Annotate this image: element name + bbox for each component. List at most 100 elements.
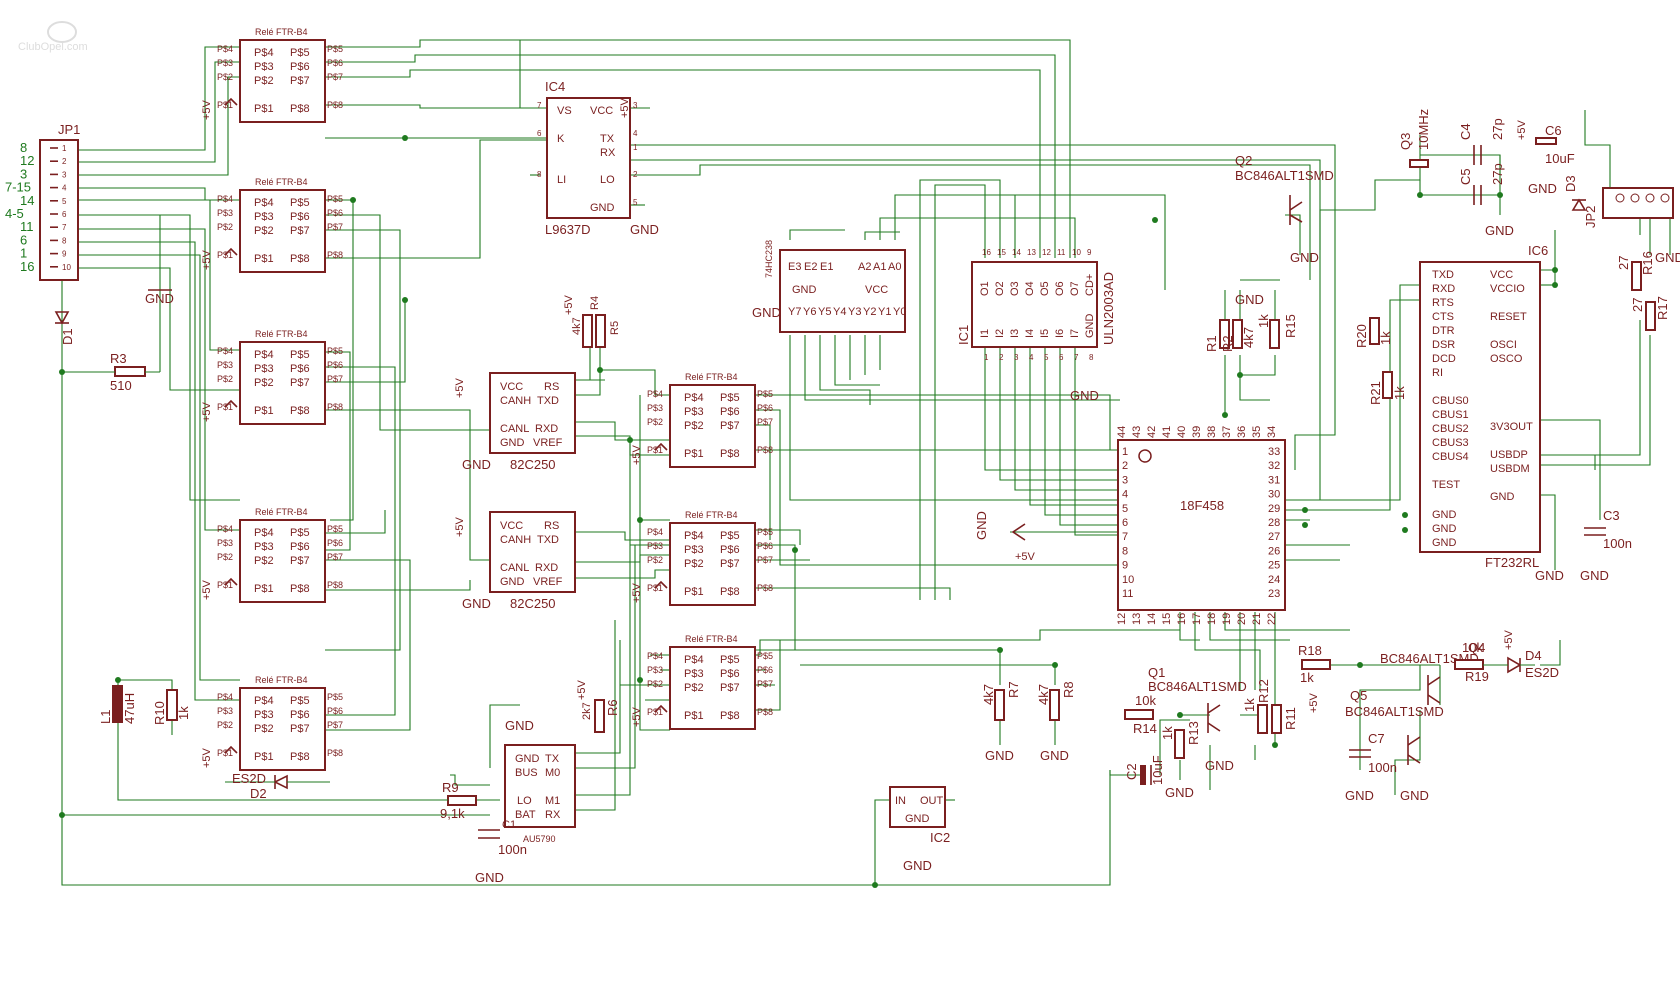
junction-dots xyxy=(59,135,1558,888)
svg-text:C5: C5 xyxy=(1458,168,1473,185)
svg-text:IC2: IC2 xyxy=(930,830,950,845)
svg-text:Y0: Y0 xyxy=(893,306,906,318)
relay-outer-pin: P$2 xyxy=(217,374,233,384)
mcu-pin-top: 35 xyxy=(1251,426,1263,438)
svg-text:82C250: 82C250 xyxy=(510,596,556,611)
uln-input-label: I5 xyxy=(1039,329,1051,338)
svg-text:D3: D3 xyxy=(1563,175,1578,192)
relay-outer-pin: P$8 xyxy=(757,707,773,717)
svg-text:LI: LI xyxy=(557,174,566,186)
relay-5v-label: +5V xyxy=(201,249,213,270)
watermark-text: ClubOpel.com xyxy=(18,41,88,53)
svg-text:TX: TX xyxy=(600,133,615,145)
ftdi-pin-left: TEST xyxy=(1432,479,1460,491)
relay-pin-left: P$3 xyxy=(254,61,274,73)
svg-text:IN: IN xyxy=(895,795,906,807)
svg-text:27p: 27p xyxy=(1490,163,1505,185)
mcu-pin-right: 29 xyxy=(1268,503,1280,515)
relay-outer-pin: P$7 xyxy=(327,552,343,562)
relay-outer-pin: P$2 xyxy=(647,555,663,565)
uln-output-label: O7 xyxy=(1069,281,1081,296)
uln-pin-number: 6 xyxy=(1059,353,1064,362)
relay-pin-left: P$4 xyxy=(684,392,704,404)
svg-text:TXD: TXD xyxy=(537,534,559,546)
svg-text:R1: R1 xyxy=(1204,335,1219,352)
svg-text:3: 3 xyxy=(633,101,638,110)
relay-pin-left: P$2 xyxy=(254,377,274,389)
relay-pin-right: P$7 xyxy=(720,558,740,570)
relay-pin-left: P$3 xyxy=(254,541,274,553)
svg-text:1: 1 xyxy=(633,143,638,152)
relay-pin-right: P$7 xyxy=(290,225,310,237)
mcu-pin-right: 31 xyxy=(1268,474,1280,486)
svg-text:GND: GND xyxy=(462,596,491,611)
svg-text:M1: M1 xyxy=(545,795,560,807)
relay-outer-pin: P$5 xyxy=(327,692,343,702)
relay-pin-right: P$7 xyxy=(290,75,310,87)
d3-diode: D3 xyxy=(1563,175,1587,211)
svg-text:9,1k: 9,1k xyxy=(440,806,465,821)
relay-outer-pin: P$3 xyxy=(217,58,233,68)
jp1-net-label: 4-5 xyxy=(5,206,24,221)
relay-pin-left: P$2 xyxy=(684,682,704,694)
relay-title: Relé FTR-B4 xyxy=(685,372,738,382)
svg-text:R7: R7 xyxy=(1006,681,1021,698)
relay-outer-pin: P$2 xyxy=(217,720,233,730)
ic4-l9637d: IC4 L9637D VS K LI VCC TX RX LO GND 7 6 … xyxy=(537,79,659,237)
svg-text:27: 27 xyxy=(1630,298,1645,312)
svg-text:100n: 100n xyxy=(1368,760,1397,775)
svg-text:6: 6 xyxy=(537,129,542,138)
svg-text:AU5790: AU5790 xyxy=(523,834,556,844)
relay-outer-pin: P$3 xyxy=(217,538,233,548)
ic1-uln2003ad: IC1 ULN2003AD O1I1161O2I2152O3I3143O4I41… xyxy=(956,248,1116,403)
jp1-net-label: 6 xyxy=(20,232,27,247)
ftdi-pin-left: CBUS2 xyxy=(1432,423,1469,435)
svg-text:GND: GND xyxy=(792,284,817,296)
mcu-pin-left: 11 xyxy=(1122,588,1133,600)
svg-text:Y4: Y4 xyxy=(833,306,846,318)
svg-text:1k: 1k xyxy=(1392,386,1407,400)
relay-outer-pin: P$3 xyxy=(217,706,233,716)
mcu-pin-left: 3 xyxy=(1122,474,1128,486)
svg-text:GND: GND xyxy=(1070,388,1099,403)
mcu-pin-bottom: 14 xyxy=(1146,613,1158,625)
mcu-pin-left: 9 xyxy=(1122,560,1128,572)
relay-pin-right: P$7 xyxy=(290,377,310,389)
uln-pin-number: 1 xyxy=(984,353,989,362)
svg-text:LO: LO xyxy=(600,174,615,186)
svg-text:+5V: +5V xyxy=(454,377,466,398)
uln-input-label: I2 xyxy=(994,329,1006,338)
svg-text:C1: C1 xyxy=(502,819,516,831)
svg-text:D2: D2 xyxy=(250,786,267,801)
relay-outer-pin: P$2 xyxy=(217,222,233,232)
ftdi-pin-right: OSCI xyxy=(1490,339,1517,351)
svg-text:1k: 1k xyxy=(1160,726,1175,740)
relay-pin-left: P$4 xyxy=(254,197,274,209)
svg-text:LO: LO xyxy=(517,795,532,807)
relay-outer-pin: P$7 xyxy=(327,222,343,232)
ftdi-pin-right: USBDM xyxy=(1490,463,1530,475)
relay-pin-right: P$5 xyxy=(720,392,740,404)
svg-text:Q5: Q5 xyxy=(1350,688,1367,703)
ftdi-pin-left: CBUS0 xyxy=(1432,395,1469,407)
crystal-q3: Q3 10MHz xyxy=(1398,109,1431,168)
mcu-pin-left: 1 xyxy=(1122,446,1128,458)
mcu-pin-left: 4 xyxy=(1122,489,1128,501)
relay-outer-pin: P$3 xyxy=(217,360,233,370)
relay-outer-pin: P$3 xyxy=(647,541,663,551)
svg-text:IC4: IC4 xyxy=(545,79,565,94)
ftdi-pin-left: GND xyxy=(1432,509,1457,521)
ftdi-pin-right: USBDP xyxy=(1490,449,1528,461)
svg-text:D4: D4 xyxy=(1525,648,1542,663)
svg-text:IC6: IC6 xyxy=(1528,243,1548,258)
relay-outer-pin: P$6 xyxy=(327,538,343,548)
uln-output-label: O1 xyxy=(979,281,991,296)
relay-title: Relé FTR-B4 xyxy=(255,507,308,517)
svg-text:A2: A2 xyxy=(858,261,871,273)
svg-text:GND: GND xyxy=(1528,181,1557,196)
svg-text:100n: 100n xyxy=(498,842,527,857)
ftdi-pin-left: TXD xyxy=(1432,269,1454,281)
